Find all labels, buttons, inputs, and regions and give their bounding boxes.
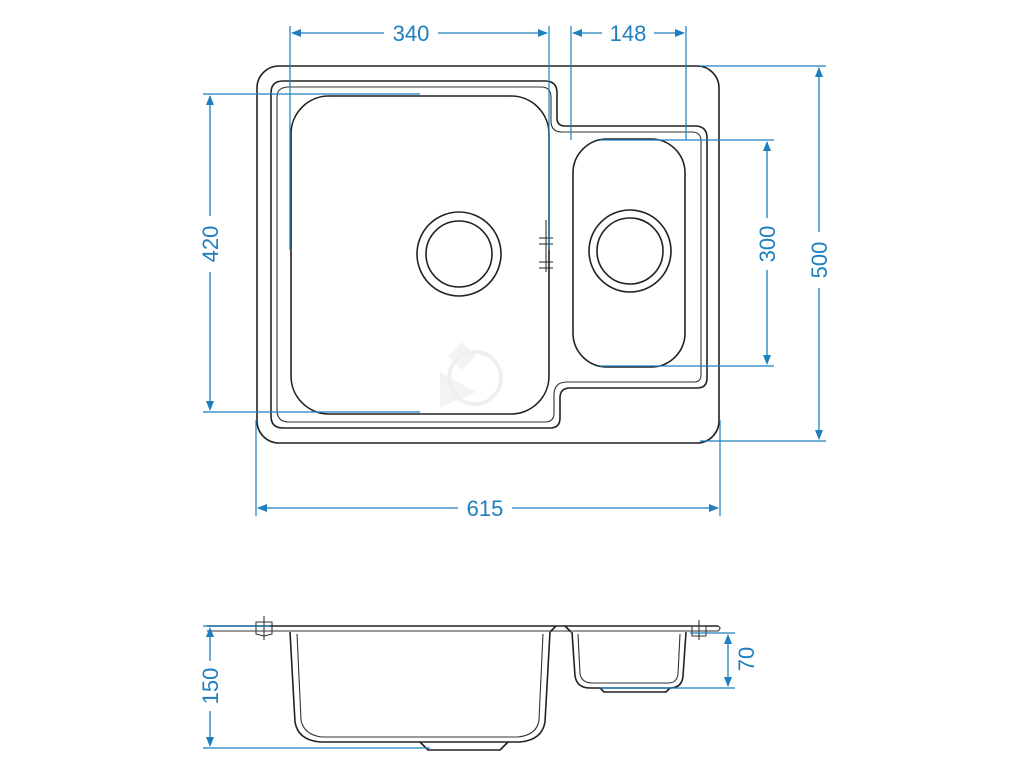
left-clip <box>255 621 273 637</box>
dim-main-bowl-height: 150 <box>198 668 223 705</box>
sink-outer-rim <box>256 65 720 444</box>
dim-small-bowl-depth: 300 <box>755 226 780 263</box>
small-bowl-drain-outer <box>588 209 672 293</box>
small-bowl-drain-inner <box>596 217 664 285</box>
main-bowl <box>290 95 550 415</box>
watermark-logo <box>440 342 503 408</box>
dim-overall-depth: 500 <box>807 242 832 279</box>
dim-main-bowl-width: 340 <box>393 21 430 46</box>
main-bowl-profile <box>289 631 551 743</box>
dim-small-bowl-height: 70 <box>734 647 759 671</box>
dim-small-bowl-width: 148 <box>610 21 647 46</box>
main-bowl-drain-outer <box>416 211 502 297</box>
main-bowl-drain-profile <box>419 741 509 751</box>
small-bowl-profile <box>571 631 687 689</box>
sink-side-view <box>207 616 721 751</box>
small-bowl <box>572 138 686 368</box>
sink-inner-rim <box>270 80 708 429</box>
sink-top-view <box>256 65 720 444</box>
dim-overall-width: 615 <box>467 496 504 521</box>
sink-inner-rim-offset <box>276 86 702 423</box>
divider-profile <box>549 625 572 633</box>
main-bowl-drain-inner <box>425 220 493 288</box>
top-view-dimensions: 340 148 420 300 500 615 <box>197 20 832 521</box>
overflow-marks <box>539 220 553 272</box>
side-view-dimensions: 150 70 <box>197 625 762 749</box>
dim-main-bowl-depth: 420 <box>198 226 223 263</box>
